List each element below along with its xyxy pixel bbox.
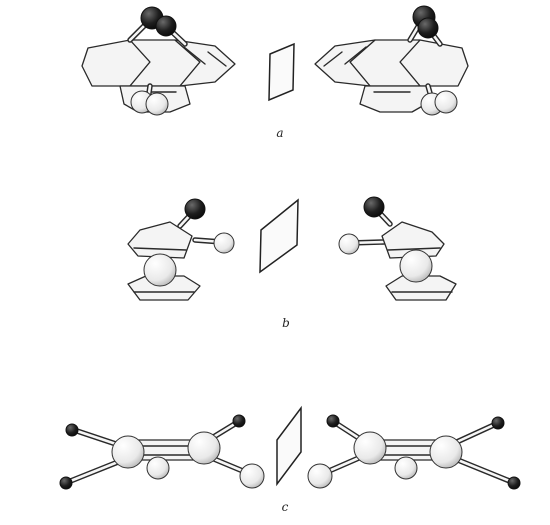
molecule-c-right-light-atom-4	[307, 463, 333, 489]
molecule-c-right-dark-atom-3	[507, 476, 521, 490]
molecule-b-right-light-atom-side	[338, 233, 360, 255]
molecule-a-right-rings	[314, 39, 469, 113]
molecule-a-left-dark-atom-2	[155, 15, 177, 37]
panel-c: c	[59, 405, 521, 514]
molecule-c-left-light-atom-2	[187, 431, 221, 465]
molecule-b-left	[127, 198, 235, 301]
molecule-c-right-light-atom-3	[394, 456, 418, 480]
molecule-c-right-dark-atom-1	[326, 414, 340, 428]
molecule-b-left-dark-atom	[184, 198, 206, 220]
molecule-c-left-dark-atom-3	[232, 414, 246, 428]
molecule-a-right	[314, 5, 469, 116]
molecule-a-right-light-atom-2	[434, 90, 458, 114]
molecule-c-left-dark-atom-1	[65, 423, 79, 437]
molecule-b-right-bottom-ring	[385, 275, 457, 301]
molecule-a-right-dark-atom-2	[417, 17, 439, 39]
panel-label-a: a	[276, 126, 283, 140]
molecule-a-left	[81, 6, 236, 116]
panel-label-c: c	[282, 500, 289, 514]
panel-label-b: b	[282, 316, 290, 330]
molecule-b-right-light-atom-center	[399, 249, 433, 283]
molecule-c-left-dark-atom-2	[59, 476, 73, 490]
molecule-b-left-light-atom-center	[143, 253, 177, 287]
molecule-c-right-dark-atom-2	[491, 416, 505, 430]
molecule-c-right	[307, 414, 521, 490]
molecule-c-right-light-atom-1	[353, 431, 387, 465]
mirror-plane-a	[268, 42, 295, 102]
molecule-a-left-light-atom-2	[145, 92, 169, 116]
molecule-c-left	[59, 414, 265, 490]
molecule-c-right-light-atom-2	[429, 435, 463, 469]
mirror-plane-b	[259, 198, 299, 274]
panel-b: b	[127, 196, 457, 330]
molecule-b-left-light-atom-side	[213, 232, 235, 254]
panel-a: a	[81, 5, 469, 140]
molecule-b-right-dark-atom	[363, 196, 385, 218]
molecule-b-right	[338, 196, 457, 301]
molecule-c-left-light-atom-3	[146, 456, 170, 480]
molecule-c-left-light-atom-4	[239, 463, 265, 489]
molecule-c-left-light-atom-1	[111, 435, 145, 469]
mirror-plane-c	[276, 405, 302, 487]
